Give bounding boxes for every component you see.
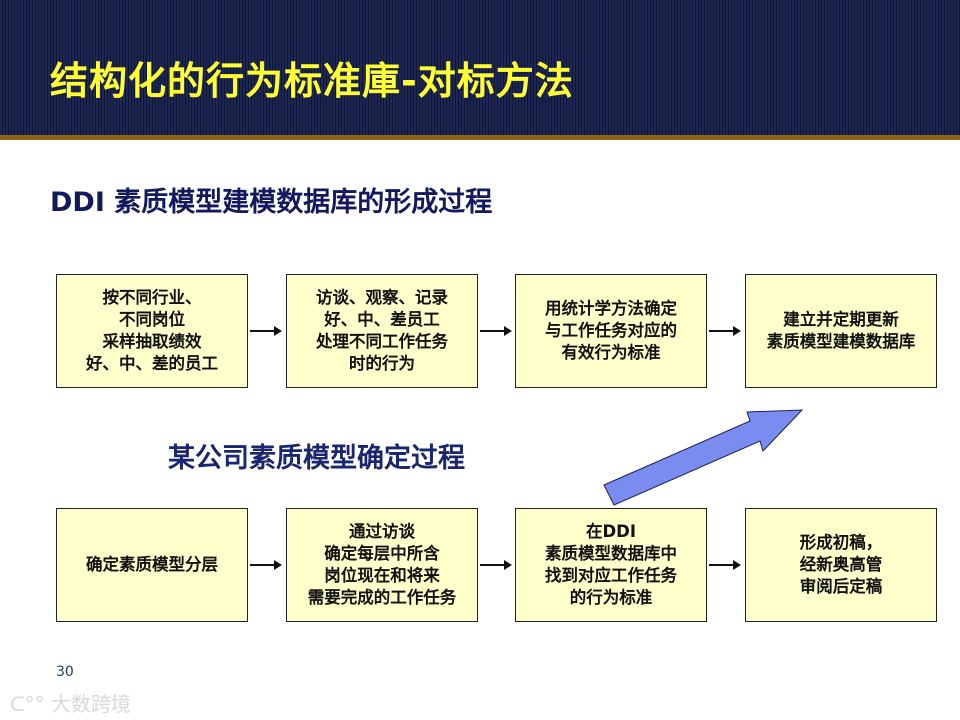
title-underline-stripe <box>0 135 960 140</box>
process-box-2-1: 确定素质模型分层 <box>56 508 248 622</box>
box-text: 形成初稿， 经新奥高管 审阅后定稿 <box>799 533 883 596</box>
arrow-right-icon <box>480 326 512 336</box>
box-text: 确定素质模型分层 <box>86 555 218 574</box>
process-box-2-4: 形成初稿， 经新奥高管 审阅后定稿 <box>745 508 937 622</box>
process-box-2-2: 通过访谈 确定每层中所含 岗位现在和将来 需要完成的工作任务 <box>286 508 478 622</box>
watermark-logo-icon: ᑕ°° <box>10 692 45 716</box>
arrow-right-icon <box>709 326 741 336</box>
arrow-right-icon <box>250 560 282 570</box>
section1-heading: DDI 素质模型建模数据库的形成过程 <box>50 187 493 218</box>
page-number: 30 <box>56 664 74 680</box>
box-text: 建立并定期更新 素质模型建模数据库 <box>766 310 916 351</box>
watermark-text: 大数跨境 <box>50 692 131 716</box>
watermark: ᑕ°° 大数跨境 <box>10 688 131 717</box>
process-box-2-3: 在DDI 素质模型数据库中 找到对应工作任务 的行为标准 <box>515 508 707 622</box>
process-box-1-2: 访谈、观察、记录 好、中、差员工 处理不同工作任务 时的行为 <box>286 274 478 388</box>
box-text: 通过访谈 确定每层中所含 岗位现在和将来 需要完成的工作任务 <box>307 522 457 607</box>
arrow-right-icon <box>709 560 741 570</box>
process-box-1-4: 建立并定期更新 素质模型建模数据库 <box>745 274 937 388</box>
process-box-1-3: 用统计学方法确定 与工作任务对应的 有效行为标准 <box>515 274 707 388</box>
slide-title: 结构化的行为标准庫-对标方法 <box>50 59 574 103</box>
title-banner <box>0 0 960 135</box>
section2-heading: 某公司素质模型确定过程 <box>168 443 465 474</box>
process-box-1-1: 按不同行业、 不同岗位 采样抽取绩效 好、中、差的员工 <box>56 274 248 388</box>
box-text: 访谈、观察、记录 好、中、差员工 处理不同工作任务 时的行为 <box>316 288 448 373</box>
block-arrow-up-right-icon <box>603 409 804 506</box>
arrow-right-icon <box>480 560 512 570</box>
box-text: 用统计学方法确定 与工作任务对应的 有效行为标准 <box>545 299 677 362</box>
box-text: 按不同行业、 不同岗位 采样抽取绩效 好、中、差的员工 <box>86 288 218 373</box>
arrow-right-icon <box>250 326 282 336</box>
box-text: 在DDI 素质模型数据库中 找到对应工作任务 的行为标准 <box>545 522 677 607</box>
